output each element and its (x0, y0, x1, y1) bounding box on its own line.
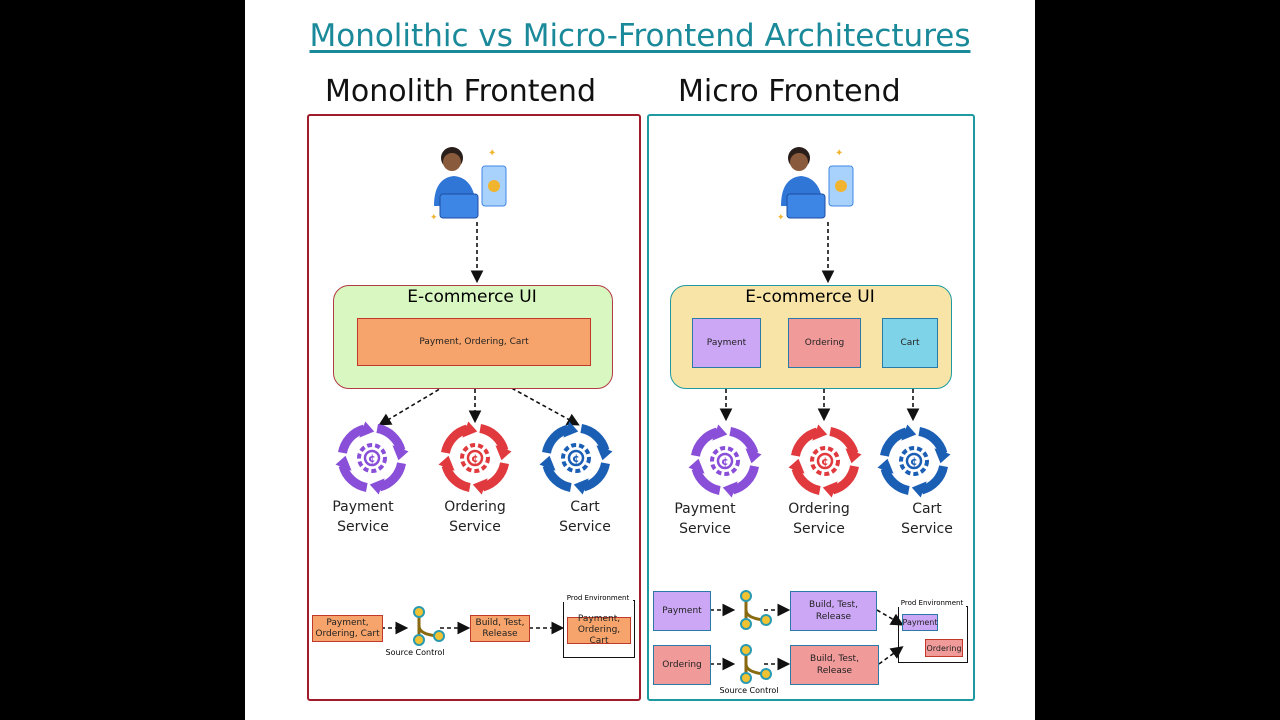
svg-text:✦: ✦ (488, 148, 496, 159)
connector-layer: ✦ ✦ ✦ ✦ ¢ ¢ ¢ ¢ ¢ ¢ (335, 147, 951, 684)
prod-env-label: Prod Environment (898, 599, 966, 607)
micro-prod-ordering: Ordering (925, 639, 963, 657)
mono-build-box: Build, Test, Release (470, 615, 530, 642)
service-gear-icon: ¢ (788, 424, 862, 498)
page-title: Monolithic vs Micro-Frontend Architectur… (309, 18, 971, 54)
git-branch-icon (740, 644, 772, 684)
source-control-label: Source Control (719, 686, 779, 695)
micro-module-cart: Cart (882, 318, 938, 368)
developer-icon: ✦ ✦ (777, 147, 854, 223)
service-gear-icon: ¢ (438, 421, 512, 495)
ui-to-payment-arrow (378, 367, 476, 426)
micro-ui-title: E-commerce UI (745, 287, 875, 307)
service-gear-icon: ¢ (539, 421, 613, 495)
ui-to-cart-arrow (474, 367, 580, 426)
micro-ordering-source-box: Ordering (653, 645, 711, 685)
micro-panel (647, 114, 975, 701)
svg-text:✦: ✦ (430, 213, 438, 223)
micro-payment-source-box: Payment (653, 591, 711, 631)
micro-prod-payment: Payment (902, 614, 938, 631)
micro-build2-to-prod-arrow (878, 646, 904, 665)
monolith-heading: Monolith Frontend (325, 74, 596, 109)
svg-text:¢: ¢ (910, 455, 918, 468)
git-branch-icon (413, 606, 445, 646)
prod-env-label: Prod Environment (563, 594, 633, 602)
micro-heading: Micro Frontend (678, 74, 901, 109)
service-gear-icon: ¢ (688, 424, 762, 498)
micro-module-ordering: Ordering (788, 318, 861, 368)
developer-icon: ✦ ✦ (430, 147, 507, 223)
svg-text:¢: ¢ (572, 452, 580, 465)
mono-source-box: Payment, Ordering, Cart (312, 615, 383, 642)
monolith-ui-title: E-commerce UI (407, 287, 537, 307)
svg-text:¢: ¢ (721, 455, 729, 468)
micro-build-box-1: Build, Test, Release (790, 591, 877, 631)
service-gear-icon: ¢ (335, 421, 409, 495)
service-gear-icon: ¢ (877, 424, 951, 498)
monolith-bundle-box: Payment, Ordering, Cart (357, 318, 591, 366)
micro-build-to-prod-arrow (876, 609, 904, 626)
svg-text:¢: ¢ (471, 452, 479, 465)
diagram-canvas: Monolithic vs Micro-Frontend Architectur… (245, 0, 1035, 720)
svg-text:✦: ✦ (835, 148, 843, 159)
git-branch-icon (740, 590, 772, 630)
micro-module-payment: Payment (692, 318, 761, 368)
svg-text:¢: ¢ (821, 455, 829, 468)
svg-text:¢: ¢ (368, 452, 376, 465)
svg-text:✦: ✦ (777, 213, 785, 223)
monolith-panel (307, 114, 641, 701)
mono-prod-box: Payment, Ordering, Cart (567, 614, 631, 646)
micro-build-box-2: Build, Test, Release (790, 645, 879, 685)
source-control-label: Source Control (385, 648, 445, 657)
